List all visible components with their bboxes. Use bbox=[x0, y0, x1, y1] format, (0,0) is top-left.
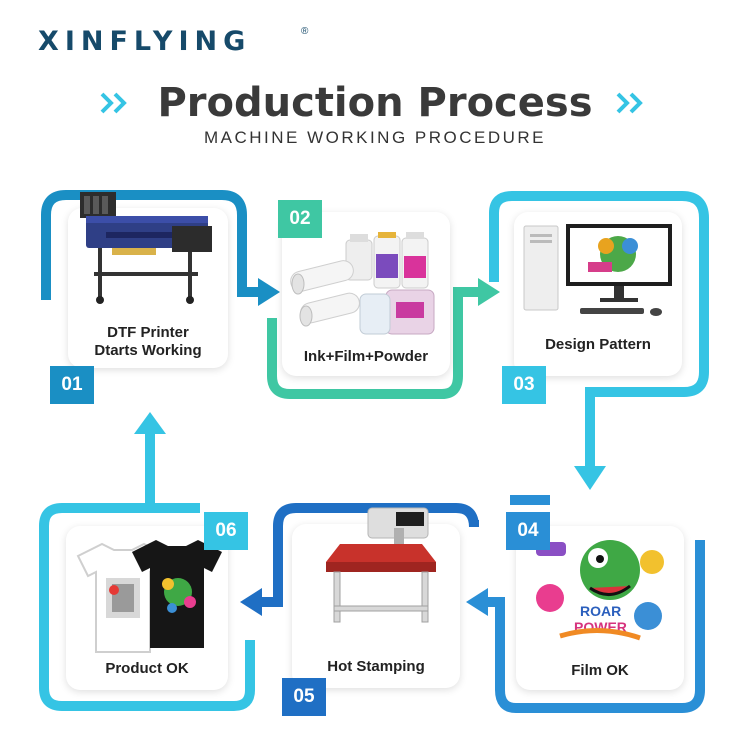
double-chevron-right-icon bbox=[616, 92, 643, 114]
step-card-1: DTF Printer Dtarts Working bbox=[68, 192, 228, 368]
heat-press-illustration bbox=[326, 507, 436, 623]
step-badge-5: 05 bbox=[282, 678, 326, 716]
step-card-2: Ink+Film+Powder bbox=[282, 212, 450, 376]
step-badge-2: 02 bbox=[278, 200, 322, 238]
step-card-5: Hot Stamping bbox=[292, 507, 460, 688]
step-badge-1: 01 bbox=[50, 366, 94, 404]
step-label-1-line1: DTF Printer bbox=[107, 324, 189, 341]
step-badge-3: 03 bbox=[502, 366, 546, 404]
step-badge-4: 04 bbox=[506, 512, 550, 550]
roar-text: ROAR bbox=[580, 603, 621, 619]
step-label-1-line2: Dtarts Working bbox=[94, 342, 202, 359]
page-subtitle: MACHINE WORKING PROCEDURE bbox=[203, 128, 547, 147]
brand-logo: XINFLYING bbox=[38, 26, 252, 57]
step-card-4: ROAR POWER Film OK bbox=[516, 526, 684, 690]
step-label-6: Product OK bbox=[105, 660, 189, 677]
step-label-1: DTF Printer Dtarts Working bbox=[68, 324, 228, 360]
registered-mark: ® bbox=[301, 26, 309, 37]
step-badge-6: 06 bbox=[204, 512, 248, 550]
step-card-3: Design Pattern bbox=[514, 212, 682, 376]
step-label-3: Design Pattern bbox=[545, 336, 651, 353]
page-title: Production Process bbox=[157, 80, 593, 126]
step-card-6: Product OK bbox=[66, 526, 228, 690]
computer-design-illustration bbox=[523, 224, 672, 316]
ink-film-powder-illustration bbox=[290, 232, 435, 335]
step-label-4: Film OK bbox=[571, 662, 629, 679]
dtf-printer-illustration bbox=[80, 192, 212, 304]
film-print-illustration: ROAR POWER bbox=[536, 540, 664, 641]
step-label-2: Ink+Film+Powder bbox=[303, 348, 429, 365]
step-label-5: Hot Stamping bbox=[327, 658, 425, 675]
double-chevron-left-icon bbox=[100, 92, 127, 114]
tshirts-illustration bbox=[76, 540, 222, 653]
